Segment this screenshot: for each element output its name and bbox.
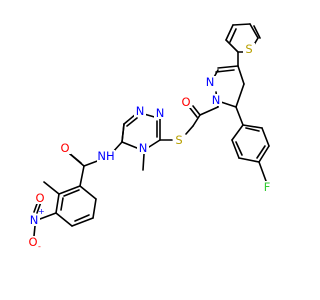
nitro-group bbox=[33, 200, 57, 237]
structure-diagram: N + O O - O NH N N N S O N N S bbox=[27, 23, 273, 251]
nitro-positive-charge: + bbox=[38, 207, 45, 216]
triazole-n-top-right-atom: N bbox=[156, 106, 165, 120]
pyrazoline-n1-atom: N bbox=[212, 93, 221, 107]
atom-labels: N + O O - O NH N N N S O N N S bbox=[27, 42, 273, 251]
aryl-methyl-bond bbox=[43, 181, 60, 195]
nitro-o-top-atom: O bbox=[35, 191, 44, 205]
triazole-n-top-left-atom: N bbox=[136, 104, 145, 118]
thioether-linker bbox=[159, 105, 219, 141]
amide-o-atom: O bbox=[60, 141, 69, 155]
triazole-n-methyl-atom: N bbox=[139, 141, 148, 155]
fluorine-atom: F bbox=[264, 180, 271, 194]
nitro-n-atom: N bbox=[30, 213, 39, 227]
nitro-benzene-ring bbox=[55, 185, 97, 227]
nitro-negative-charge: - bbox=[38, 242, 41, 251]
amide-nh-atom: NH bbox=[97, 149, 114, 163]
ketone-o-atom: O bbox=[181, 95, 190, 109]
pyrazoline-n2-atom: N bbox=[206, 75, 215, 89]
molecule-canvas: N + O O - O NH N N N S O N N S bbox=[27, 23, 273, 251]
fluorophenyl-ring bbox=[231, 106, 270, 182]
nitro-o-bottom-atom: O bbox=[28, 235, 37, 249]
thiophene-s-atom: S bbox=[245, 42, 252, 56]
thioether-s-atom: S bbox=[175, 133, 182, 147]
